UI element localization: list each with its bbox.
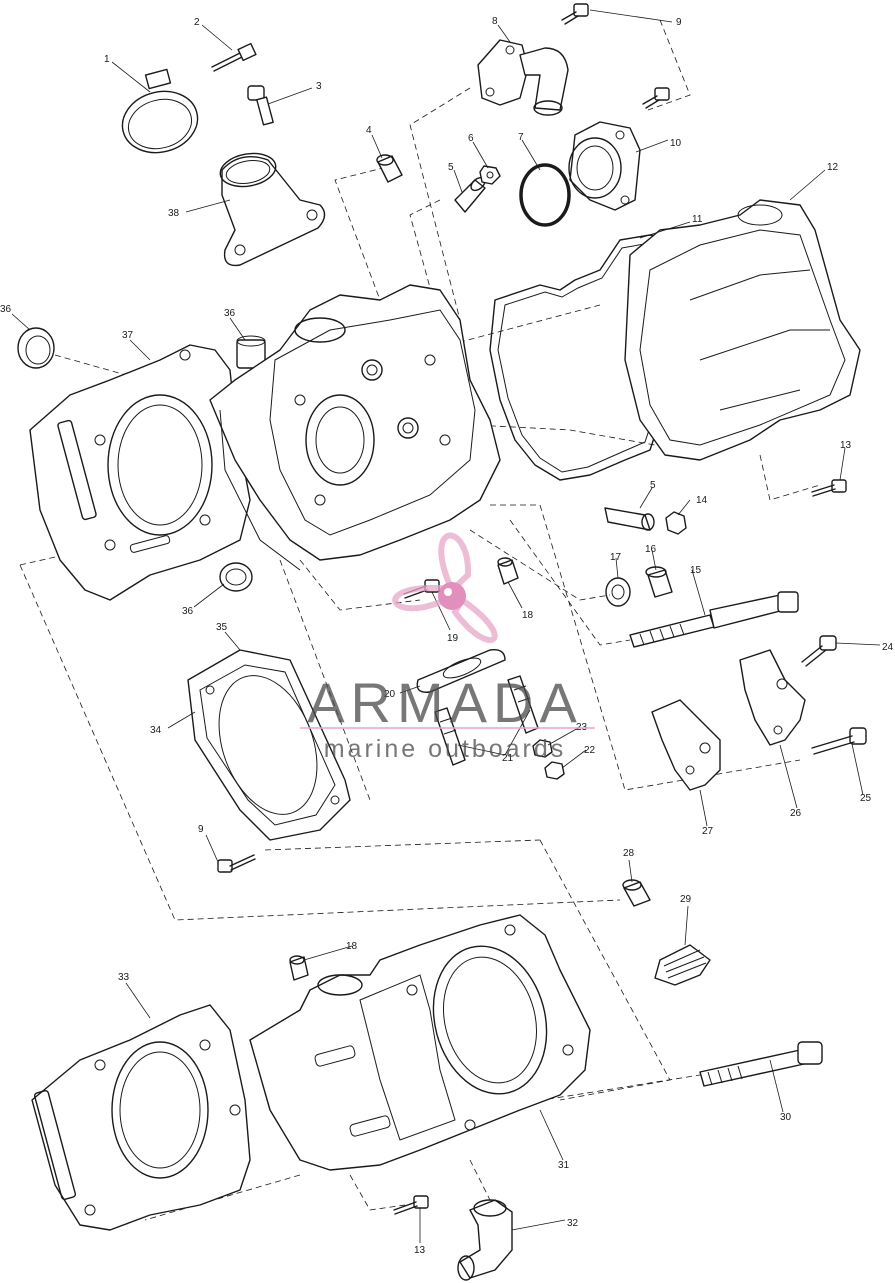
callout-30: 30 (780, 1112, 792, 1123)
part-38-intake-boot (219, 152, 326, 267)
part-36-upper-seal (17, 327, 55, 369)
armada-watermark: ARMADA marine outboards (300, 532, 595, 763)
callout-38: 38 (168, 208, 180, 219)
callout-20: 20 (384, 689, 396, 700)
part-36-middle-seal (236, 335, 266, 369)
part-8-water-elbow (477, 39, 569, 116)
callout-2: 2 (194, 17, 200, 28)
part-16-plug (645, 566, 673, 598)
callout-5-lower: 5 (650, 480, 656, 491)
callout-21: 21 (502, 753, 514, 764)
callout-3: 3 (316, 81, 322, 92)
callout-9-upper: 9 (676, 17, 682, 28)
callout-36-upper-left: 36 (0, 304, 12, 315)
part-18-upper-dowel (497, 557, 519, 585)
callout-11: 11 (692, 214, 703, 225)
part-32-elbow (457, 1199, 513, 1281)
callout-26: 26 (790, 808, 802, 819)
callout-34: 34 (150, 725, 162, 736)
callout-33: 33 (118, 972, 130, 983)
part-13-upper-bolt (811, 479, 847, 497)
part-17-washer (605, 577, 631, 607)
part-13-lower-bolt (393, 1195, 429, 1215)
callout-10: 10 (670, 138, 682, 149)
part-37-head-gasket-rear (29, 344, 251, 601)
part-29-fitting (654, 944, 711, 986)
callout-31: 31 (558, 1160, 570, 1171)
part-6-cap (479, 165, 501, 185)
part-5-lower-pin (604, 507, 655, 531)
callout-19: 19 (447, 633, 459, 644)
callout-8: 8 (492, 16, 498, 27)
part-4-dowel (376, 154, 403, 183)
part-36-lower-seal (219, 562, 253, 592)
callout-16: 16 (645, 544, 657, 555)
callout-28: 28 (623, 848, 635, 859)
part-21-studs (434, 675, 539, 766)
part-14-nut (665, 511, 687, 535)
part-9-upper-bolts (561, 3, 670, 109)
part-2-bolt (211, 42, 257, 72)
propeller-logo (392, 532, 498, 643)
callout-15: 15 (690, 565, 702, 576)
callout-9-lower: 9 (198, 824, 204, 835)
callout-12: 12 (827, 162, 839, 173)
part-27-bracket (651, 699, 721, 791)
callout-14: 14 (696, 495, 708, 506)
callout-36-lower: 36 (182, 606, 194, 617)
part-31-cylinder (249, 914, 591, 1171)
callout-24: 24 (882, 642, 894, 653)
watermark-tagline: marine outboards (324, 735, 567, 763)
part-34-35-spacer-gasket (187, 649, 351, 841)
callout-4: 4 (366, 125, 372, 136)
part-20-gasket (416, 649, 506, 693)
leader-lines (11, 9, 881, 1243)
callout-13-upper: 13 (840, 440, 852, 451)
callout-25: 25 (860, 793, 872, 804)
part-22-23-nuts (532, 739, 565, 780)
callout-18-lower: 18 (346, 941, 358, 952)
callout-1: 1 (104, 54, 110, 65)
callout-32: 32 (567, 1218, 579, 1229)
part-25-bolt (811, 727, 867, 755)
part-15-long-bolt (629, 591, 799, 648)
callout-37: 37 (122, 330, 134, 341)
part-28-cap (622, 879, 651, 907)
part-33-base-gasket (31, 1004, 251, 1231)
callout-18-upper: 18 (522, 610, 534, 621)
watermark-brand: ARMADA (307, 671, 583, 734)
part-24-bolt (801, 635, 837, 667)
callout-35: 35 (216, 622, 228, 633)
part-9-lower-bolt (217, 854, 256, 873)
part-18-lower-dowel (289, 955, 309, 981)
part-12-valve-cover (624, 199, 861, 461)
callout-5-upper: 5 (448, 162, 454, 173)
part-3-screw (247, 85, 274, 126)
callout-29: 29 (680, 894, 692, 905)
part-10-thermostat-housing (568, 121, 641, 211)
callout-13-lower: 13 (414, 1245, 426, 1256)
callout-22: 22 (584, 745, 596, 756)
part-7-o-ring (519, 163, 571, 227)
callout-7: 7 (518, 132, 524, 143)
callout-27: 27 (702, 826, 714, 837)
callout-17: 17 (610, 552, 622, 563)
callout-labels: 1 2 3 4 5 5 6 7 8 9 9 10 11 12 13 13 14 … (0, 16, 894, 1256)
part-30-long-bolt (699, 1041, 823, 1087)
callout-6: 6 (468, 133, 474, 144)
cylinder-head (209, 284, 501, 571)
callout-36-middle: 36 (224, 308, 236, 319)
part-1-hose-clamp (121, 68, 199, 154)
part-26-bracket (739, 649, 806, 746)
